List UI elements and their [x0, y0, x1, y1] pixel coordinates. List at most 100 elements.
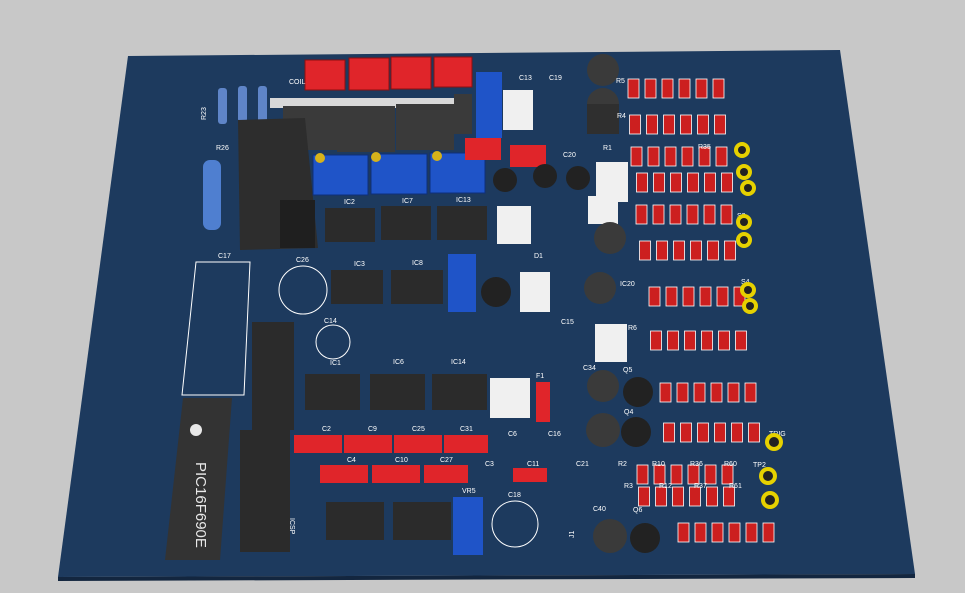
- smd-resistor: [718, 330, 730, 351]
- label-c17: C17: [218, 253, 231, 260]
- label-r36: R36: [690, 461, 703, 468]
- label-r1: R1: [603, 145, 612, 152]
- smd-resistor: [723, 486, 735, 507]
- smd-resistor: [710, 382, 723, 403]
- smd-resistor: [745, 522, 758, 543]
- smd-resistor: [699, 286, 712, 307]
- label-c21: C21: [576, 461, 589, 468]
- smd-resistor: [715, 146, 728, 167]
- smd-resistor: [693, 382, 706, 403]
- label-c34: C34: [583, 365, 596, 372]
- label-c11: C11: [527, 461, 539, 468]
- label-ic20: IC20: [620, 281, 635, 288]
- label-c14: C14: [324, 318, 337, 325]
- label-c19: C19: [549, 75, 562, 82]
- label-r2: R2: [618, 461, 627, 468]
- label-ic1: IC1: [330, 360, 341, 367]
- smd-resistor: [727, 382, 740, 403]
- smd-resistor: [648, 286, 661, 307]
- film-capacitors-row: [294, 435, 547, 483]
- smd-resistor: [721, 172, 733, 193]
- label-c2: C2: [322, 426, 331, 433]
- smd-resistor: [664, 146, 677, 167]
- smd-resistor: [678, 78, 691, 99]
- label-c20: C20: [563, 152, 576, 159]
- smd-resistor: [698, 146, 711, 167]
- smd-resistor: [724, 240, 736, 261]
- label-c18: C18: [508, 492, 521, 499]
- voltage-regulators: [270, 94, 472, 152]
- smd-resistor: [663, 422, 675, 443]
- label-r12: R12: [659, 483, 672, 490]
- smd-resistor: [762, 522, 775, 543]
- smd-resistor: [676, 382, 689, 403]
- label-r5: R5: [616, 78, 625, 85]
- label-q5: Q5: [623, 367, 632, 374]
- label-q4: Q4: [624, 409, 633, 416]
- smd-resistor: [697, 422, 709, 443]
- label-c9: C9: [368, 426, 377, 433]
- dip-ics-bottom: [326, 502, 451, 540]
- dip-ics-row2: [331, 270, 443, 304]
- smd-resistor: [646, 114, 658, 135]
- transistors: [481, 164, 660, 553]
- smd-resistor: [704, 172, 716, 193]
- smd-resistor: [639, 240, 651, 261]
- smd-resistor: [694, 522, 707, 543]
- smd-resistor: [706, 486, 718, 507]
- smd-resistor: [680, 114, 692, 135]
- mcu-part-number: PIC16F690E: [192, 462, 209, 548]
- smd-resistor: [720, 204, 733, 225]
- smd-resistor: [655, 486, 667, 507]
- smd-resistor: [703, 204, 716, 225]
- smd-resistor: [635, 204, 648, 225]
- smd-resistor: [731, 422, 743, 443]
- label-f1: F1: [536, 373, 544, 380]
- smd-resistor: [707, 240, 719, 261]
- smd-resistor: [627, 78, 640, 99]
- smd-resistor: [659, 382, 672, 403]
- smd-resistor: [670, 464, 683, 485]
- label-j1: J1: [569, 531, 576, 539]
- smd-resistor: [712, 78, 725, 99]
- smd-resistor: [673, 240, 685, 261]
- smd-resistor: [647, 146, 660, 167]
- label-c15: C15: [561, 319, 574, 326]
- label-c4: C4: [347, 457, 356, 464]
- smd-resistor: [697, 114, 709, 135]
- smd-resistor: [670, 172, 682, 193]
- pic-microcontroller: PIC16F690E: [165, 398, 232, 560]
- smd-resistor: [672, 486, 684, 507]
- label-ic8: IC8: [412, 260, 423, 267]
- smd-resistor-arrays: [627, 78, 775, 543]
- label-tp2: TP2: [753, 462, 766, 469]
- label-ic14: IC14: [451, 359, 466, 366]
- smd-resistor: [630, 146, 643, 167]
- label-coil: COIL: [289, 79, 305, 86]
- label-ic13: IC13: [456, 197, 471, 204]
- test-points: [734, 142, 783, 509]
- label-q6: Q6: [633, 507, 642, 514]
- label-r35: R35: [698, 144, 711, 151]
- smd-resistor: [714, 114, 726, 135]
- smd-resistor: [714, 422, 726, 443]
- label-r6: R6: [628, 325, 637, 332]
- smd-resistor: [644, 78, 657, 99]
- label-c3: C3: [485, 461, 494, 468]
- label-d1: D1: [534, 253, 543, 260]
- smd-resistor: [677, 522, 690, 543]
- smd-resistor: [687, 464, 700, 485]
- label-r3: R3: [624, 483, 633, 490]
- smd-resistor: [638, 486, 650, 507]
- label-r60: R60: [724, 461, 737, 468]
- smd-resistor: [687, 172, 699, 193]
- smd-resistor: [680, 422, 692, 443]
- label-ic7: IC7: [402, 198, 413, 205]
- smd-resistor: [686, 204, 699, 225]
- label-ic6: IC6: [393, 359, 404, 366]
- label-r23: R23: [201, 107, 208, 120]
- smd-resistor: [735, 330, 747, 351]
- smd-resistor: [661, 78, 674, 99]
- label-c40: C40: [593, 506, 606, 513]
